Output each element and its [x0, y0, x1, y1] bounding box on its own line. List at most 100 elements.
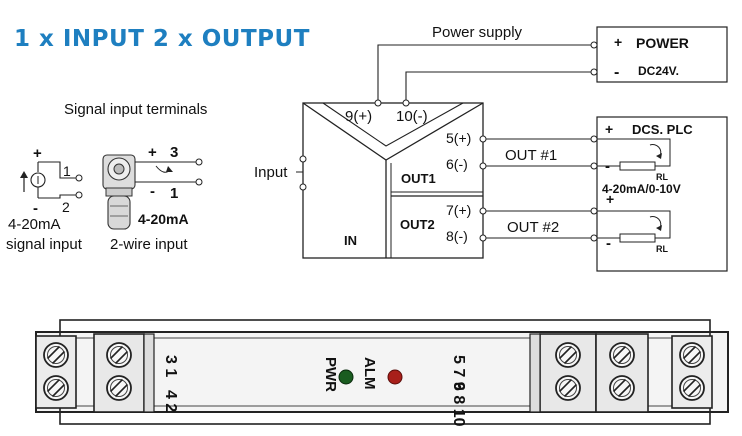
terminal-9: [374, 99, 382, 107]
pwr-label: PWR: [322, 357, 339, 392]
din-rail-device: [35, 319, 729, 425]
screw-slot: [563, 383, 578, 398]
screw-slot: [46, 345, 61, 360]
load-resistor-2: RL: [597, 210, 671, 254]
terminal-10: [402, 99, 410, 107]
screw-slot: [563, 350, 578, 365]
device-right-bottom-label: 6 8 10: [450, 382, 467, 427]
svg-text:1: 1: [63, 163, 71, 179]
dcs-plus-1: +: [605, 121, 613, 137]
power-plus: +: [614, 34, 622, 50]
screw-slot: [51, 350, 66, 365]
power-box: [596, 26, 728, 83]
svg-text:9(+): 9(+): [345, 108, 372, 125]
device-left-top-label: 3 1: [162, 355, 179, 377]
screw-slot: [558, 345, 573, 360]
terminal-8: [479, 234, 487, 242]
screw-slot: [617, 350, 632, 365]
load-resistor-1: RL: [597, 138, 671, 182]
left-caption-2: signal input: [6, 236, 83, 253]
screw-rim: [110, 346, 128, 364]
two-wire-terminals: + 3 - 1 4-20mA: [135, 144, 203, 227]
alm-label: ALM: [361, 357, 378, 390]
dcs-terminal-3: [590, 207, 598, 215]
screw-slot: [558, 378, 573, 393]
screw-slot: [114, 383, 129, 398]
power-supply-label: Power supply: [432, 24, 523, 41]
dcs-plc-box: [596, 116, 728, 272]
screw-slot: [682, 378, 697, 393]
power-voltage: DC24V.: [638, 64, 679, 78]
svg-text:4-20mA: 4-20mA: [138, 211, 189, 227]
svg-text:2: 2: [62, 199, 70, 215]
svg-text:+: +: [33, 145, 42, 162]
svg-text:IN: IN: [344, 233, 357, 248]
screw-rim: [559, 346, 577, 364]
screw-slot: [46, 378, 61, 393]
screw-slot: [109, 378, 124, 393]
terminal-6: [479, 162, 487, 170]
page-title: 1 x INPUT 2 x OUTPUT: [14, 26, 310, 52]
power-box-title: POWER: [636, 35, 689, 51]
power-wire-minus: [405, 71, 591, 103]
screw-rim: [47, 346, 65, 364]
screw-rim: [683, 346, 701, 364]
screw-slot: [114, 350, 129, 365]
svg-text:-: -: [150, 183, 155, 200]
terminal-screws: [43, 342, 705, 401]
dcs-terminal-4: [590, 234, 598, 242]
screw-slot: [612, 345, 627, 360]
svg-text:OUT2: OUT2: [400, 217, 435, 232]
terminal-7: [479, 207, 487, 215]
svg-text:1: 1: [170, 185, 178, 202]
power-minus: -: [614, 64, 619, 81]
svg-text:7(+): 7(+): [446, 202, 471, 218]
screw-slot: [612, 378, 627, 393]
svg-text:OUT1: OUT1: [401, 171, 436, 186]
input-terminal-1: [299, 155, 307, 163]
screw-slot: [682, 345, 697, 360]
svg-text:3: 3: [170, 144, 178, 161]
screw-rim: [110, 379, 128, 397]
dcs-range: 4-20mA/0-10V: [602, 182, 681, 196]
power-wire-plus: [377, 44, 591, 103]
svg-text:RL: RL: [656, 172, 668, 182]
alm-led: [387, 369, 403, 385]
dcs-minus-2: -: [606, 235, 611, 252]
right-caption: 2-wire input: [110, 236, 188, 253]
transmitter-icon: [102, 154, 136, 230]
input-label: Input: [254, 164, 288, 181]
dcs-terminal-2: [590, 162, 598, 170]
current-source: + - 1 2: [20, 145, 83, 217]
dcs-plus-2: +: [606, 191, 614, 207]
device-left-bottom-label: 4 2: [162, 390, 179, 412]
dcs-terminal-1: [590, 135, 598, 143]
signal-input-title: Signal input terminals: [64, 101, 207, 118]
screw-rim: [559, 379, 577, 397]
svg-text:RL: RL: [656, 244, 668, 254]
svg-text:6(-): 6(-): [446, 156, 468, 172]
svg-text:10(-): 10(-): [396, 108, 428, 125]
svg-text:+: +: [148, 144, 157, 161]
out2-label: OUT #2: [507, 219, 559, 236]
out1-label: OUT #1: [505, 147, 557, 164]
pwr-led: [338, 369, 354, 385]
svg-text:8(-): 8(-): [446, 228, 468, 244]
svg-text:5(+): 5(+): [446, 130, 471, 146]
power-terminal-plus: [590, 41, 598, 49]
screw-slot: [687, 383, 702, 398]
screw-rim: [47, 379, 65, 397]
screw-slot: [687, 350, 702, 365]
screw-rim: [613, 346, 631, 364]
screw-rim: [683, 379, 701, 397]
terminal-5: [479, 135, 487, 143]
dcs-title: DCS. PLC: [632, 122, 693, 137]
screw-slot: [617, 383, 632, 398]
svg-text:-: -: [33, 200, 38, 217]
input-terminal-2: [299, 183, 307, 191]
screw-slot: [51, 383, 66, 398]
isolator-module: 9(+) 10(-) 5(+) 6(-) OUT1 7(+) 8(-) OUT2…: [302, 102, 484, 259]
screw-rim: [613, 379, 631, 397]
screw-slot: [109, 345, 124, 360]
